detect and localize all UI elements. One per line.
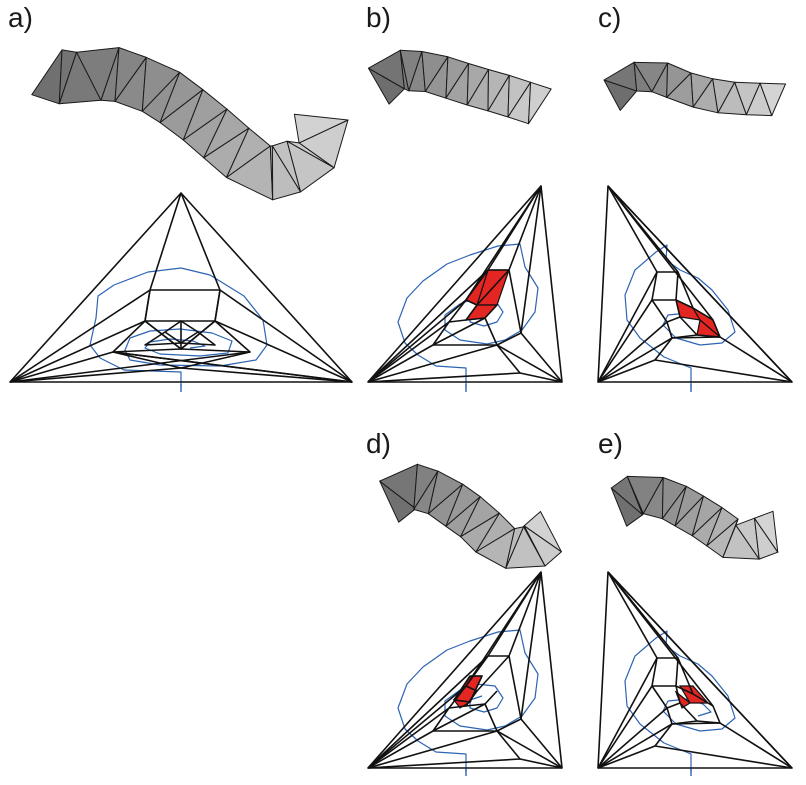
- mesh-edges-e: [597, 571, 793, 769]
- strip-triangle-face: [759, 82, 786, 117]
- panel-label-e: e): [598, 428, 623, 459]
- triangulation-d: [367, 571, 563, 776]
- strip-triangle-face: [31, 49, 63, 105]
- mesh-edges-d: [367, 571, 563, 769]
- triangle-strip-d: [379, 463, 562, 569]
- triangle-strip-b: [368, 49, 552, 125]
- panel-label-c: c): [598, 2, 622, 33]
- triangulation-c: [597, 185, 793, 392]
- triangle-strip-a: [31, 47, 349, 201]
- dual-path-b: [397, 243, 539, 392]
- triangulation-a: [9, 192, 353, 392]
- strip-triangle-face: [293, 113, 349, 144]
- highlight-faces-c: [675, 298, 722, 338]
- mesh-edges-c: [597, 185, 793, 383]
- panel-label-d: d): [366, 428, 391, 459]
- dual-path-d: [397, 629, 539, 776]
- panel-label-a: a): [8, 2, 33, 33]
- strip-triangle-face: [528, 81, 552, 125]
- triangle-strip-c: [603, 61, 786, 117]
- triangulation-b: [367, 185, 563, 392]
- mesh-edges-a: [9, 192, 353, 383]
- triangulation-e: [597, 571, 793, 776]
- mesh-edges-b: [367, 185, 563, 383]
- strip-triangle-face: [754, 510, 779, 553]
- panel-label-b: b): [366, 2, 391, 33]
- triangle-strip-e: [610, 475, 779, 560]
- strip-triangle-face: [523, 511, 562, 553]
